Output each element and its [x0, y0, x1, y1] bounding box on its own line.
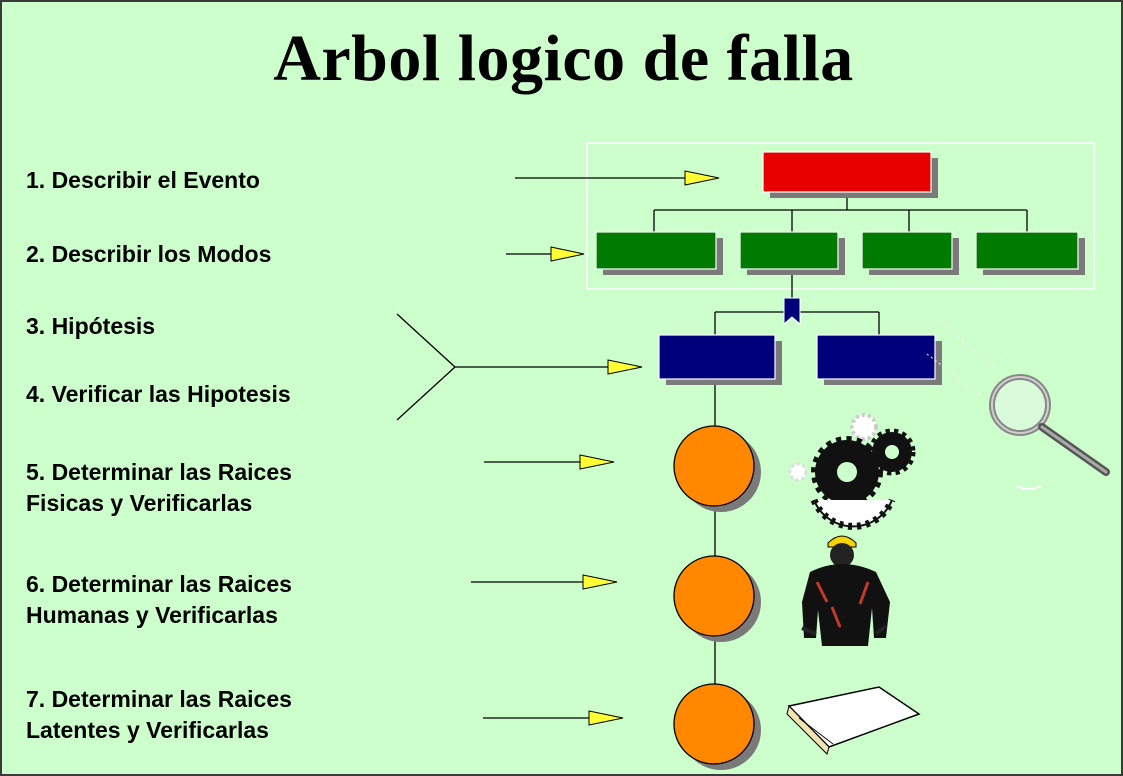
step-4-verify-hypothesis: 4. Verificar las Hipotesis: [26, 381, 291, 407]
arrow-step-5: [484, 454, 615, 470]
gears-icon: [788, 413, 916, 530]
mode-box: [595, 231, 723, 275]
step-5-physical-roots: 5. Determinar las Raices Fisicas y Verif…: [26, 459, 292, 516]
tree-frame: [586, 142, 1095, 290]
root-circle-latent: [673, 683, 761, 770]
hypothesis-box: [658, 334, 782, 385]
arrow-step-3-4: [396, 313, 643, 421]
mode-box: [739, 231, 845, 275]
root-circle-human: [673, 555, 761, 642]
worker-icon: [801, 535, 890, 646]
mode-box: [861, 231, 959, 275]
page-title: Arbol logico de falla: [273, 22, 854, 95]
step-6-human-roots: 6. Determinar las Raices Humanas y Verif…: [26, 571, 292, 628]
bookmark-icon: [783, 297, 801, 326]
mode-box: [975, 231, 1085, 275]
step-1-describe-event: 1. Describir el Evento: [26, 167, 260, 193]
step-2-describe-modes: 2. Describir los Modos: [26, 241, 272, 267]
event-box: [762, 151, 938, 198]
arrow-step-7: [483, 710, 624, 726]
arrow-step-1: [515, 170, 720, 186]
document-folder-icon: [786, 686, 921, 755]
root-circle-physical: [673, 425, 761, 512]
step-7-latent-roots: 7. Determinar las Raices Latentes y Veri…: [26, 686, 292, 743]
arrow-step-6: [471, 574, 618, 590]
hypothesis-box: [816, 334, 942, 385]
step-3-hypothesis: 3. Hipótesis: [26, 313, 156, 339]
magnifying-glass-icon: [926, 319, 1110, 490]
arrow-step-2: [506, 246, 585, 262]
